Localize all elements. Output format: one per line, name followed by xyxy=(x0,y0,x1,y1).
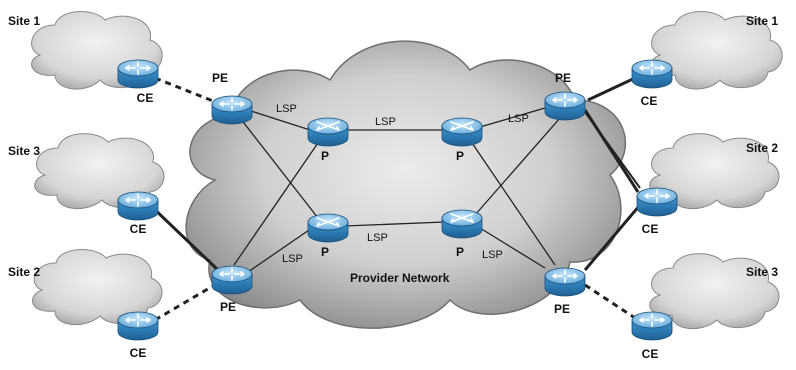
lsp-label: LSP xyxy=(375,116,396,128)
provider-cloud xyxy=(185,40,627,329)
node-label: PE xyxy=(554,302,570,316)
router-icon[interactable] xyxy=(307,117,349,147)
node-label: P xyxy=(456,149,464,163)
link-pelb-plt xyxy=(233,139,321,266)
routers xyxy=(117,59,678,341)
site-label: Site 1 xyxy=(746,14,778,28)
router-icon[interactable] xyxy=(441,209,483,239)
node-label: CE xyxy=(641,94,658,108)
router-icon[interactable] xyxy=(117,191,159,221)
site-cloud-right-1 xyxy=(651,11,783,90)
link-ce1-pe-left-top xyxy=(154,76,219,105)
router-icon[interactable] xyxy=(211,95,253,125)
link-prt-perb xyxy=(469,139,556,266)
link-pert-ce2-direct xyxy=(584,111,641,189)
link-pelb-plb xyxy=(247,227,313,273)
link-pelt-plt xyxy=(247,109,311,131)
link-perb-ce3 xyxy=(584,283,639,322)
link-prb-pert xyxy=(474,117,561,216)
router-icon[interactable] xyxy=(117,311,159,341)
link-ce2-pe-left-bottom xyxy=(154,281,219,322)
node-label: CE xyxy=(642,222,659,236)
lsp-label: LSP xyxy=(367,232,388,244)
provider-network-label: Provider Network xyxy=(350,271,450,285)
lsp-labels: LSP LSP LSP LSP LSP LSP xyxy=(276,103,529,265)
node-label: CE xyxy=(642,347,659,361)
link-pert-ce1 xyxy=(587,76,636,102)
node-label: CE xyxy=(130,222,147,236)
site-cloud-left-2 xyxy=(31,249,163,326)
router-icon[interactable] xyxy=(631,59,673,89)
link-pelt-plb xyxy=(239,117,319,219)
lsp-label: LSP xyxy=(276,103,297,115)
lsp-label: LSP xyxy=(282,253,303,265)
router-icon[interactable] xyxy=(441,117,483,147)
link-ce3-pe-left-bottom xyxy=(148,203,220,272)
site-label: Site 3 xyxy=(746,265,778,279)
router-icon[interactable] xyxy=(631,311,673,341)
link-plb-prb xyxy=(344,221,446,227)
node-label: P xyxy=(321,149,329,163)
router-icon[interactable] xyxy=(544,267,586,297)
router-icon[interactable] xyxy=(117,59,159,89)
node-labels: CE CE CE PE PE P P P P PE PE CE CE CE xyxy=(130,71,659,361)
link-prb-perb xyxy=(479,227,546,269)
node-label: P xyxy=(321,245,329,259)
site-label: Site 1 xyxy=(8,14,40,28)
node-label: PE xyxy=(212,71,228,85)
site-cloud-left-3 xyxy=(34,133,165,210)
node-label: PE xyxy=(220,300,236,314)
site-label: Site 2 xyxy=(8,265,40,279)
site-label: Site 2 xyxy=(746,141,778,155)
lsp-label: LSP xyxy=(508,113,529,125)
links xyxy=(148,76,642,322)
router-icon[interactable] xyxy=(307,213,349,243)
link-perb-ce2 xyxy=(583,204,642,271)
node-label: P xyxy=(456,245,464,259)
link-prt-pert xyxy=(479,107,546,128)
lsp-label: LSP xyxy=(482,249,503,261)
router-icon[interactable] xyxy=(544,91,586,121)
router-icon[interactable] xyxy=(636,187,678,217)
node-label: CE xyxy=(130,346,147,360)
router-icon[interactable] xyxy=(211,265,253,295)
site-label: Site 3 xyxy=(8,144,40,158)
node-label: CE xyxy=(137,91,154,105)
site-cloud-right-3 xyxy=(649,253,780,330)
node-label: PE xyxy=(555,71,571,85)
